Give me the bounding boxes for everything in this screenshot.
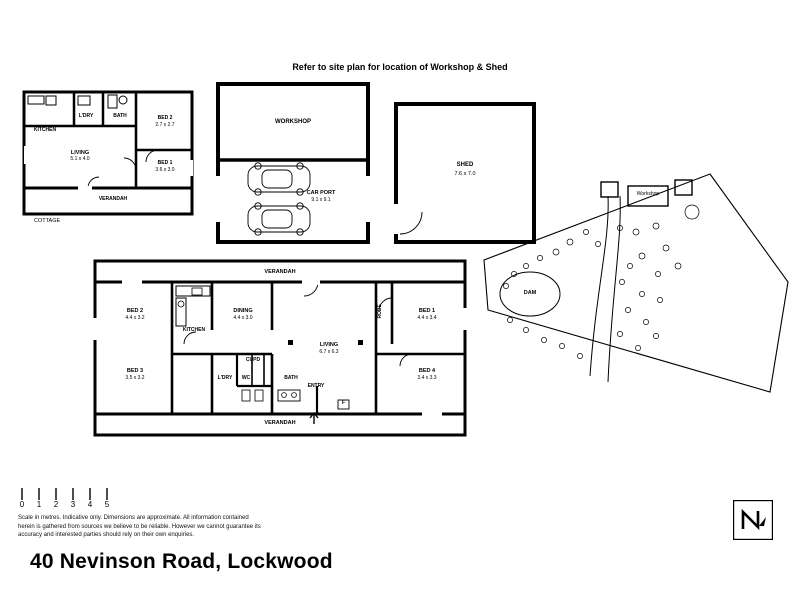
house-room-ldry: L'DRY xyxy=(217,375,233,381)
scale-tick-0: 0 xyxy=(19,500,25,509)
cottage-room-bed2: BED 2 xyxy=(157,115,173,121)
workshop-plan: WORKSHOP CAR PORT 9.1 x 9.1 xyxy=(214,80,374,245)
house-svg xyxy=(93,259,467,437)
cottage-room-bed1-dims: 3.6 x 3.0 xyxy=(155,167,175,173)
house-room-bed2-dims: 4.4 x 3.2 xyxy=(125,315,145,321)
cottage-room-bed2-dims: 2.7 x 2.7 xyxy=(155,122,175,128)
cottage-room-living-dims: 5.1 x 4.0 xyxy=(70,156,90,162)
cottage-caption: COTTAGE xyxy=(34,218,61,224)
cottage-room-ldry: L'DRY xyxy=(78,113,94,119)
scale-bar-ticks xyxy=(21,488,108,500)
cottage-room-bath: BATH xyxy=(113,113,127,119)
house-room-verandah-top: VERANDAH xyxy=(264,269,296,275)
house-room-robe: ROBE xyxy=(377,304,383,319)
scale-tick-1: 1 xyxy=(36,500,42,509)
cottage-svg xyxy=(22,90,194,216)
shed-plan: SHED 7.6 x 7.0 xyxy=(392,100,538,246)
scale-tick-5: 5 xyxy=(104,500,110,509)
north-point-icon xyxy=(733,500,773,540)
site-label-dam: DAM xyxy=(523,290,537,296)
disclaimer-text: Scale in metres. Indicative only. Dimens… xyxy=(18,515,261,539)
scale-tick-4: 4 xyxy=(87,500,93,509)
workshop-room-carport-dims: 9.1 x 9.1 xyxy=(311,197,331,203)
workshop-room-workshop: WORKSHOP xyxy=(275,119,311,125)
cottage-room-verandah: VERANDAH xyxy=(98,196,128,202)
house-plan: VERANDAH BED 2 4.4 x 3.2 KITCHEN DINING … xyxy=(92,258,468,438)
house-room-bed3-dims: 3.5 x 3.2 xyxy=(125,375,145,381)
house-room-bath: BATH xyxy=(284,375,298,381)
house-room-wc: WC xyxy=(241,375,251,381)
cottage-room-kitchen: KITCHEN xyxy=(33,127,57,133)
page-title: 40 Nevinson Road, Lockwood xyxy=(30,550,333,573)
site-plan-svg xyxy=(483,173,789,393)
house-room-bed1: BED 1 xyxy=(418,308,436,314)
cottage-room-living: LIVING xyxy=(70,150,90,156)
shed-svg xyxy=(394,102,536,244)
house-room-cupd: CUPD xyxy=(245,357,261,363)
house-room-living-dims: 6.7 x 6.3 xyxy=(319,349,339,355)
house-room-verandah-bottom: VERANDAH xyxy=(264,420,296,426)
scale-tick-3: 3 xyxy=(70,500,76,509)
north-point xyxy=(733,500,773,540)
shed-room-shed: SHED xyxy=(456,162,474,168)
house-room-entry: ENTRY xyxy=(307,383,325,389)
house-room-bed3: BED 3 xyxy=(126,368,144,374)
scale-tick-2: 2 xyxy=(53,500,59,509)
header-note: Refer to site plan for location of Works… xyxy=(292,62,508,72)
shed-room-shed-dims: 7.6 x 7.0 xyxy=(454,171,476,177)
scale-bar: 0 1 2 3 4 5 xyxy=(18,488,128,514)
workshop-room-carport: CAR PORT xyxy=(306,190,336,196)
workshop-svg xyxy=(216,82,372,244)
house-room-kitchen: KITCHEN xyxy=(182,327,206,333)
house-room-bed4: BED 4 xyxy=(418,368,436,374)
house-room-dining: DINING xyxy=(233,308,253,314)
house-room-bed1-dims: 4.4 x 3.4 xyxy=(417,315,437,321)
cottage-plan: KITCHEN L'DRY BATH BED 2 2.7 x 2.7 LIVIN… xyxy=(18,88,198,253)
house-room-bed2: BED 2 xyxy=(126,308,144,314)
house-entry-marker: F xyxy=(341,400,346,406)
cottage-room-bed1: BED 1 xyxy=(157,160,173,166)
site-label-workshop: Workshop xyxy=(636,191,660,197)
house-room-bed4-dims: 3.4 x 3.3 xyxy=(417,375,437,381)
site-plan: DAM Workshop xyxy=(470,170,790,400)
house-room-living: LIVING xyxy=(319,342,339,348)
house-room-dining-dims: 4.4 x 3.0 xyxy=(233,315,253,321)
